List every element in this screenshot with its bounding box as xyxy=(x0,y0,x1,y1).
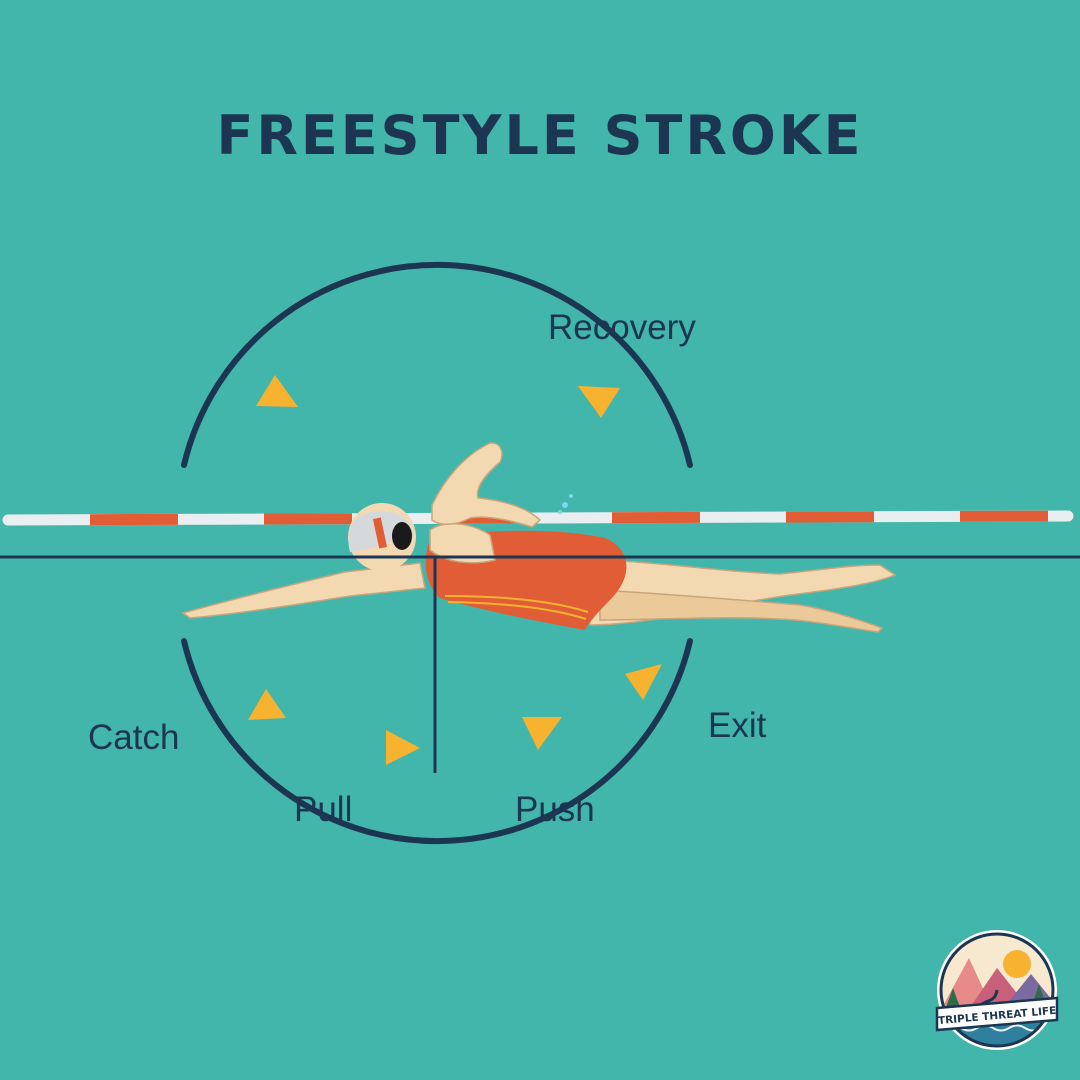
arrow-push xyxy=(522,717,562,750)
swimmer-figure xyxy=(183,443,895,632)
arrow-recovery-right xyxy=(578,386,620,418)
label-pull: Pull xyxy=(294,790,352,830)
recovery-arc xyxy=(184,265,690,465)
label-exit: Exit xyxy=(708,706,766,746)
arrow-exit xyxy=(625,664,662,700)
label-recovery: Recovery xyxy=(548,308,696,348)
underwater-arc xyxy=(184,641,690,841)
brand-logo: TRIPLE THREAT LIFE xyxy=(935,928,1059,1052)
arrow-recovery-left xyxy=(256,375,298,407)
label-catch: Catch xyxy=(88,718,179,758)
arrow-pull xyxy=(386,730,420,765)
arrow-catch xyxy=(248,689,286,720)
label-push: Push xyxy=(515,790,595,830)
